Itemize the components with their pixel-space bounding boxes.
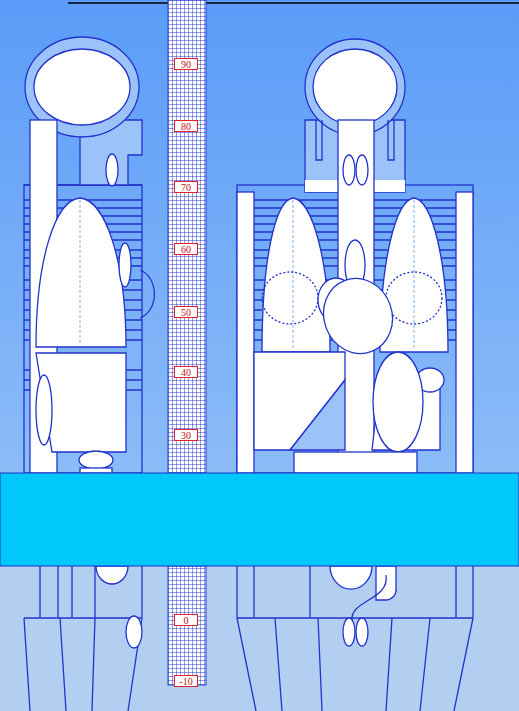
scale-number: 40 bbox=[174, 366, 198, 378]
scale-number: 80 bbox=[174, 120, 198, 132]
scale-number: 50 bbox=[174, 306, 198, 318]
scale-number: 60 bbox=[174, 243, 198, 255]
scale-number: 70 bbox=[174, 181, 198, 193]
scale-number: 0 bbox=[174, 614, 198, 626]
scale-number: 30 bbox=[174, 429, 198, 441]
scale-number: 90 bbox=[174, 58, 198, 70]
scale-number: -10 bbox=[174, 675, 198, 687]
